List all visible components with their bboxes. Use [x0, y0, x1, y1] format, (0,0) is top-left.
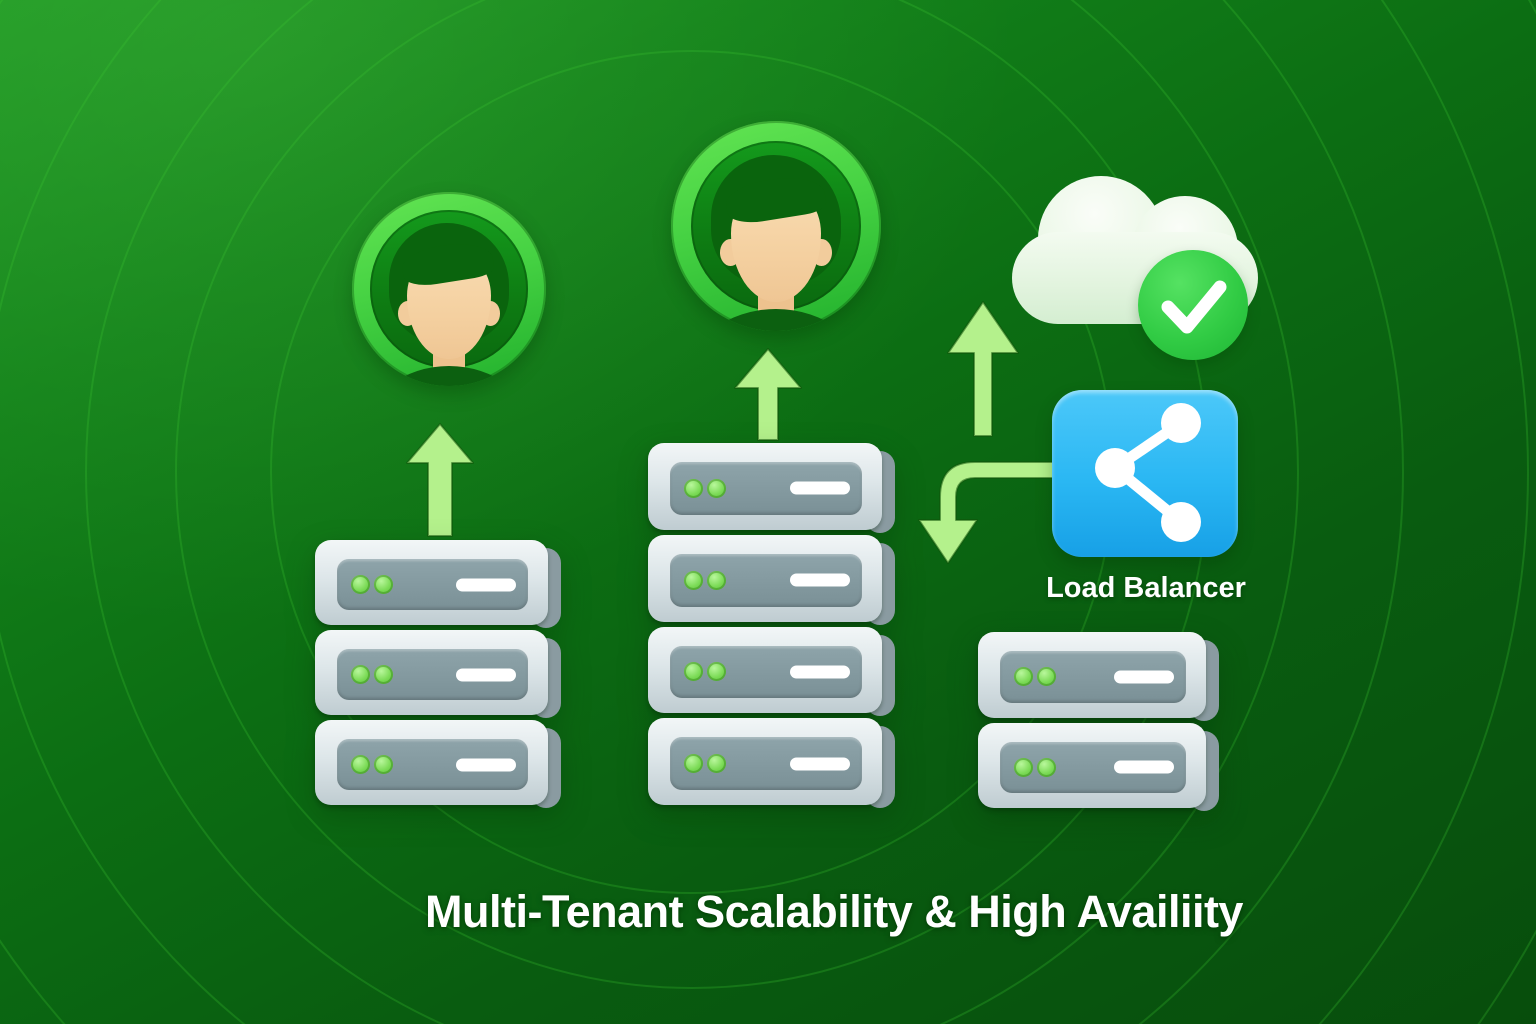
drive-slot — [456, 668, 516, 681]
led-indicator — [707, 570, 726, 590]
led-indicator — [1037, 757, 1056, 777]
load-balancer-label: Load Balancer — [1046, 572, 1246, 604]
drive-slot — [790, 757, 850, 771]
server-unit — [648, 443, 895, 533]
server-unit — [978, 722, 1219, 811]
drive-slot — [1114, 670, 1174, 684]
load-balancer-icon — [1052, 390, 1238, 557]
server-stack-left — [315, 540, 561, 808]
led-indicator — [684, 570, 703, 590]
down-arrow-icon — [918, 461, 1059, 564]
led-indicator — [684, 754, 703, 774]
server-chassis — [978, 722, 1206, 808]
led-indicator — [1037, 667, 1056, 687]
led-indicator — [1014, 667, 1033, 687]
led-indicator — [707, 754, 726, 774]
led-indicator — [684, 662, 703, 682]
led-indicator — [707, 662, 726, 682]
server-chassis — [315, 630, 548, 715]
server-front-panel — [670, 553, 862, 607]
server-unit — [648, 718, 895, 808]
led-indicator — [374, 755, 393, 774]
server-chassis — [648, 626, 882, 714]
checkmark-icon — [1138, 250, 1248, 360]
server-front-panel — [1000, 651, 1186, 703]
server-unit — [315, 630, 561, 718]
led-indicator — [374, 665, 393, 684]
led-indicator — [707, 478, 726, 498]
server-chassis — [315, 720, 548, 805]
server-unit — [315, 540, 561, 628]
drive-slot — [456, 758, 516, 771]
led-indicator — [351, 755, 370, 774]
server-chassis — [315, 540, 548, 625]
server-stack-right — [978, 632, 1219, 811]
server-unit — [648, 626, 895, 717]
server-front-panel — [337, 649, 528, 700]
drive-slot — [790, 665, 850, 679]
led-indicator — [351, 665, 370, 684]
server-chassis — [978, 632, 1206, 718]
page-title: Multi-Tenant Scalability & High Availiit… — [425, 886, 1243, 937]
tenant-avatar-2 — [671, 121, 881, 331]
up-arrow-icon — [406, 423, 474, 537]
drive-slot — [1114, 760, 1174, 774]
drive-slot — [790, 481, 850, 495]
server-front-panel — [670, 645, 862, 699]
server-front-panel — [1000, 741, 1186, 793]
server-unit — [978, 632, 1219, 721]
server-chassis — [648, 443, 882, 530]
server-stack-middle — [648, 443, 895, 808]
server-chassis — [648, 534, 882, 622]
share-network-icon — [1095, 403, 1201, 542]
server-chassis — [648, 718, 882, 805]
led-indicator — [1014, 757, 1033, 777]
up-arrow-icon — [947, 301, 1019, 437]
server-unit — [315, 720, 561, 808]
server-unit — [648, 534, 895, 625]
led-indicator — [684, 478, 703, 498]
drive-slot — [456, 578, 516, 591]
drive-slot — [790, 573, 850, 587]
server-front-panel — [337, 739, 528, 790]
server-front-panel — [670, 462, 862, 515]
server-front-panel — [337, 559, 528, 610]
led-indicator — [351, 575, 370, 594]
server-front-panel — [670, 737, 862, 790]
tenant-avatar-1 — [352, 192, 546, 386]
led-indicator — [374, 575, 393, 594]
up-arrow-icon — [734, 348, 802, 441]
